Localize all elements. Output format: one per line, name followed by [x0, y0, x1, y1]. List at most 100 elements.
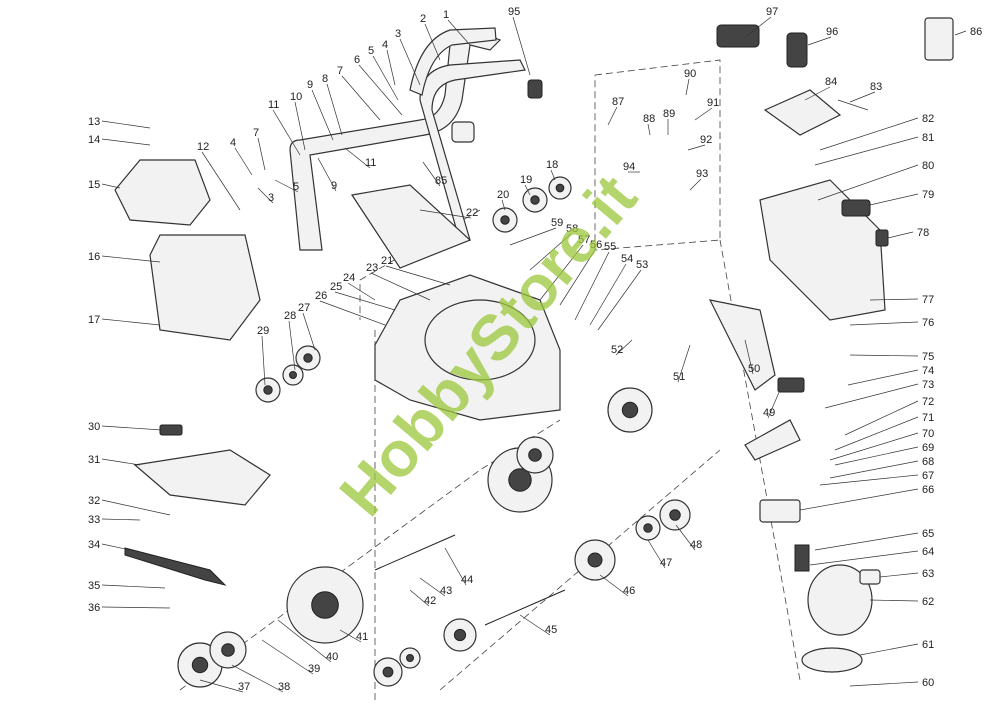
- part-number-label: 63: [922, 568, 934, 580]
- part-callout: 26: [315, 290, 386, 326]
- part-callout: 5: [368, 45, 399, 101]
- rear-axle: [374, 534, 456, 571]
- part-number-label: 61: [922, 639, 934, 651]
- leader-line: [954, 30, 967, 36]
- part-number-label: 64: [922, 546, 934, 558]
- part-number-label: 4: [382, 39, 388, 51]
- part-callout: 20: [497, 189, 509, 211]
- wheel: [282, 364, 304, 386]
- part-callout: 46: [599, 574, 635, 597]
- part-number-label: 90: [684, 68, 696, 80]
- part-callout: 3: [395, 28, 421, 86]
- part-callout: 7: [337, 65, 381, 121]
- leader-line: [101, 425, 163, 431]
- part-callout: 71: [834, 412, 934, 451]
- leader-line: [101, 138, 151, 146]
- part-callout: 2: [420, 13, 441, 61]
- part-callout: 15: [88, 179, 121, 191]
- part-number-label: 94: [623, 161, 635, 173]
- guide-line: [719, 239, 801, 681]
- part-callout: 40: [277, 619, 338, 663]
- part-callout: 68: [829, 456, 934, 479]
- leader-line: [519, 614, 551, 636]
- part-callout: 42: [409, 589, 436, 607]
- leader-line: [814, 532, 919, 551]
- part-number-label: 71: [922, 412, 934, 424]
- part-callout: 8: [322, 73, 343, 136]
- leader-line: [849, 354, 919, 357]
- leader-line: [809, 550, 919, 566]
- part-callout: 48: [675, 524, 702, 551]
- part-number-label: 79: [922, 189, 934, 201]
- part-callout: 77: [869, 294, 934, 306]
- rear-flap: [350, 184, 472, 269]
- leader-line: [326, 83, 343, 136]
- leader-line: [319, 300, 386, 326]
- leader-line: [101, 518, 141, 521]
- wheel: [373, 657, 403, 687]
- leader-line: [819, 474, 919, 486]
- part-callout: 75: [849, 351, 934, 363]
- part-callout: 30: [88, 421, 163, 433]
- motor-base: [801, 647, 863, 673]
- part-callout: 95: [508, 6, 531, 76]
- leader-line: [685, 78, 690, 96]
- part-callout: 54: [589, 253, 633, 326]
- part-number-label: 5: [293, 181, 299, 193]
- leader-line: [597, 269, 642, 331]
- leader-line: [559, 249, 596, 306]
- leader-line: [849, 681, 919, 687]
- part-callout: 56: [559, 239, 602, 306]
- part-number-label: 57: [578, 234, 590, 246]
- part-callout: 57: [539, 234, 590, 301]
- part-callout: 39: [261, 639, 320, 675]
- part-callout: 14: [88, 134, 151, 146]
- leader-line: [869, 599, 919, 602]
- cover-plate: [159, 424, 183, 436]
- part-number-label: 83: [870, 81, 882, 93]
- part-callout: 51: [673, 344, 691, 383]
- part-callout: 4: [382, 39, 396, 86]
- part-callout: 91: [694, 97, 719, 121]
- part-number-label: 31: [88, 454, 100, 466]
- leader-line: [824, 383, 919, 409]
- leader-line: [869, 298, 919, 301]
- part-number-label: 26: [315, 290, 327, 302]
- part-number-label: 48: [690, 539, 702, 551]
- leader-line: [687, 144, 706, 151]
- part-number-label: 46: [623, 585, 635, 597]
- part-callout: 44: [444, 547, 473, 586]
- part-callout: 37: [199, 679, 250, 693]
- wheels: [177, 176, 691, 688]
- part-callout: 94: [623, 161, 640, 173]
- wheel: [295, 345, 321, 371]
- part-callout: 33: [88, 514, 141, 526]
- part-number-label: 34: [88, 539, 100, 551]
- part-callout: 88: [643, 113, 655, 136]
- wheel: [209, 631, 247, 669]
- part-number-label: 4: [230, 137, 236, 149]
- part-number-label: 73: [922, 379, 934, 391]
- leader-line: [509, 227, 557, 246]
- part-number-label: 35: [88, 580, 100, 592]
- leader-line: [101, 606, 171, 609]
- part-number-label: 49: [763, 407, 775, 419]
- part-number-label: 82: [922, 113, 934, 125]
- part-callout: 70: [829, 428, 934, 461]
- wheel: [286, 566, 364, 644]
- wheel: [492, 207, 518, 233]
- part-callout: 22: [419, 207, 478, 219]
- part-callout: 38: [231, 664, 290, 693]
- part-number-label: 50: [748, 363, 760, 375]
- front-axle: [484, 589, 566, 626]
- part-number-label: 43: [440, 585, 452, 597]
- part-callout: 92: [687, 134, 712, 151]
- part-callout: 17: [88, 314, 161, 326]
- leader-line: [201, 151, 241, 211]
- part-callout: 18: [546, 159, 558, 181]
- part-number-label: 58: [566, 223, 578, 235]
- handle-bar: [409, 27, 497, 96]
- leader-line: [101, 120, 151, 129]
- part-callout: 96: [807, 26, 838, 46]
